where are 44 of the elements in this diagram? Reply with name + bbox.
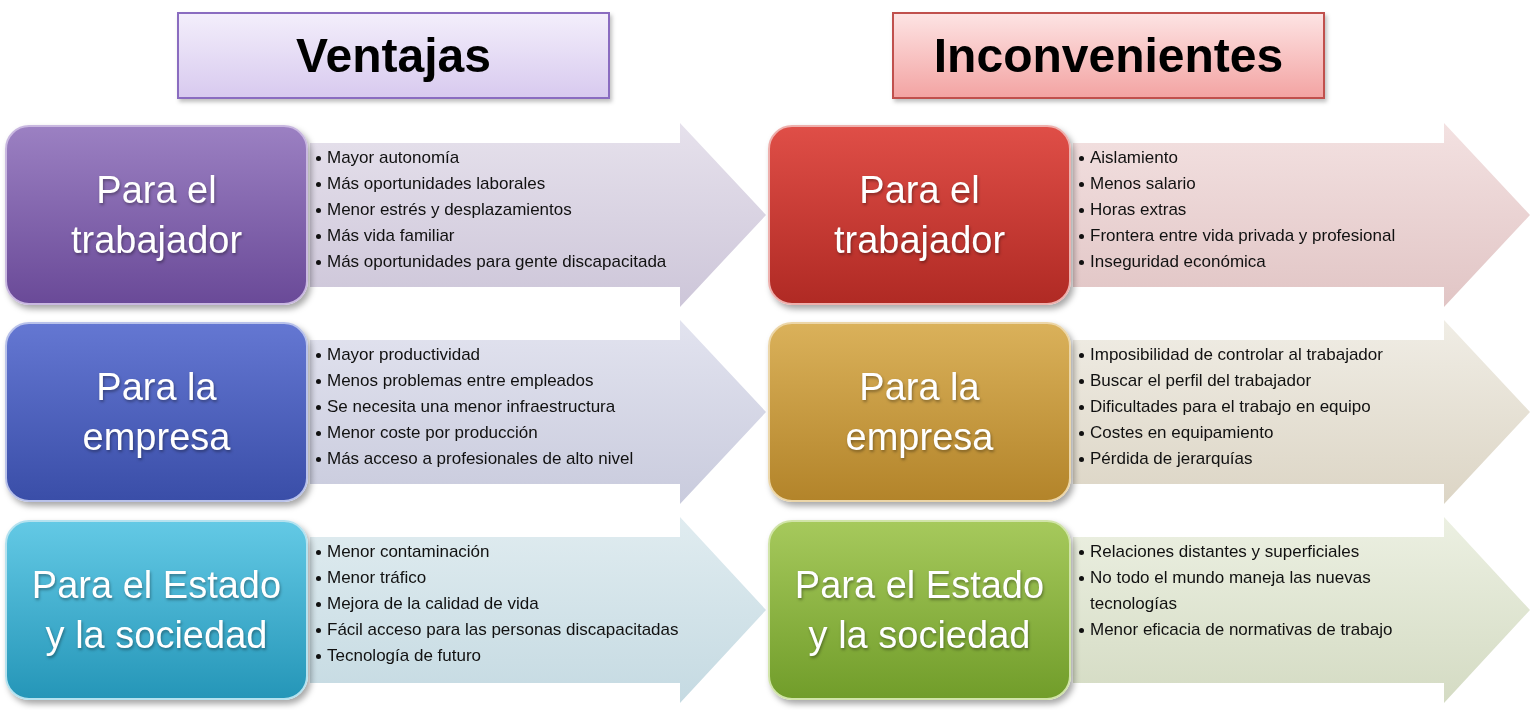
bullet-text: Más oportunidades para gente discapacitada [327, 251, 667, 273]
bullet-text: Inseguridad económica [1090, 251, 1266, 273]
category-box [768, 322, 1071, 502]
bullet-text: Menos problemas entre empleados [327, 370, 594, 392]
bullet-text: Tecnología de futuro [327, 645, 482, 667]
bullet-text: No todo el mundo maneja las nuevas tecnologías [1090, 567, 1372, 615]
bullet-text: Mayor productividad [327, 344, 481, 366]
bullet-text: Menor coste por producción [327, 422, 538, 444]
bullet-text: Menos salario [1090, 173, 1196, 195]
category-box [768, 125, 1071, 305]
bullet-text: Aislamiento [1090, 147, 1178, 169]
header-box [177, 12, 610, 99]
bullet-text: Menor eficacia de normativas de trabajo [1090, 619, 1393, 641]
bullet-text: Dificultades para el trabajo en equipo [1090, 396, 1371, 418]
bullet-text: Horas extras [1090, 199, 1187, 221]
bullet-text: Mejora de la calidad de vida [327, 593, 539, 615]
bullet-text: Más acceso a profesionales de alto nivel [327, 448, 634, 470]
category-box [768, 520, 1071, 700]
category-label: Para el trabajador [69, 168, 244, 263]
bullet-text: Menor contaminación [327, 541, 490, 563]
bullet-text: Menor tráfico [327, 567, 427, 589]
category-label: Para el Estado y la sociedad [793, 563, 1046, 658]
bullet-text: Imposibilidad de controlar al trabajador [1090, 344, 1383, 366]
bullet-text: Frontera entre vida privada y profesional [1090, 225, 1396, 247]
bullet-text: Pérdida de jerarquías [1090, 448, 1253, 470]
category-box [5, 520, 308, 700]
bullet-text: Relaciones distantes y superficiales [1090, 541, 1360, 563]
header-box [892, 12, 1325, 99]
category-box [5, 322, 308, 502]
bullet-text: Más oportunidades laborales [327, 173, 546, 195]
bullet-text: Buscar el perfil del trabajador [1090, 370, 1312, 392]
bullet-text: Menor estrés y desplazamientos [327, 199, 572, 221]
category-label: Para la empresa [844, 365, 995, 460]
heading-text: Ventajas [296, 27, 491, 84]
bullet-text: Más vida familiar [327, 225, 455, 247]
category-label: Para el trabajador [832, 168, 1007, 263]
bullet-text: Se necesita una menor infraestructura [327, 396, 616, 418]
category-label: Para la empresa [81, 365, 232, 460]
category-label: Para el Estado y la sociedad [30, 563, 283, 658]
category-box [5, 125, 308, 305]
heading-text: Inconvenientes [933, 27, 1284, 84]
bullet-text: Fácil acceso para las personas discapacitadas [327, 619, 679, 641]
bullet-text: Mayor autonomía [327, 147, 460, 169]
bullet-text: Costes en equipamiento [1090, 422, 1274, 444]
